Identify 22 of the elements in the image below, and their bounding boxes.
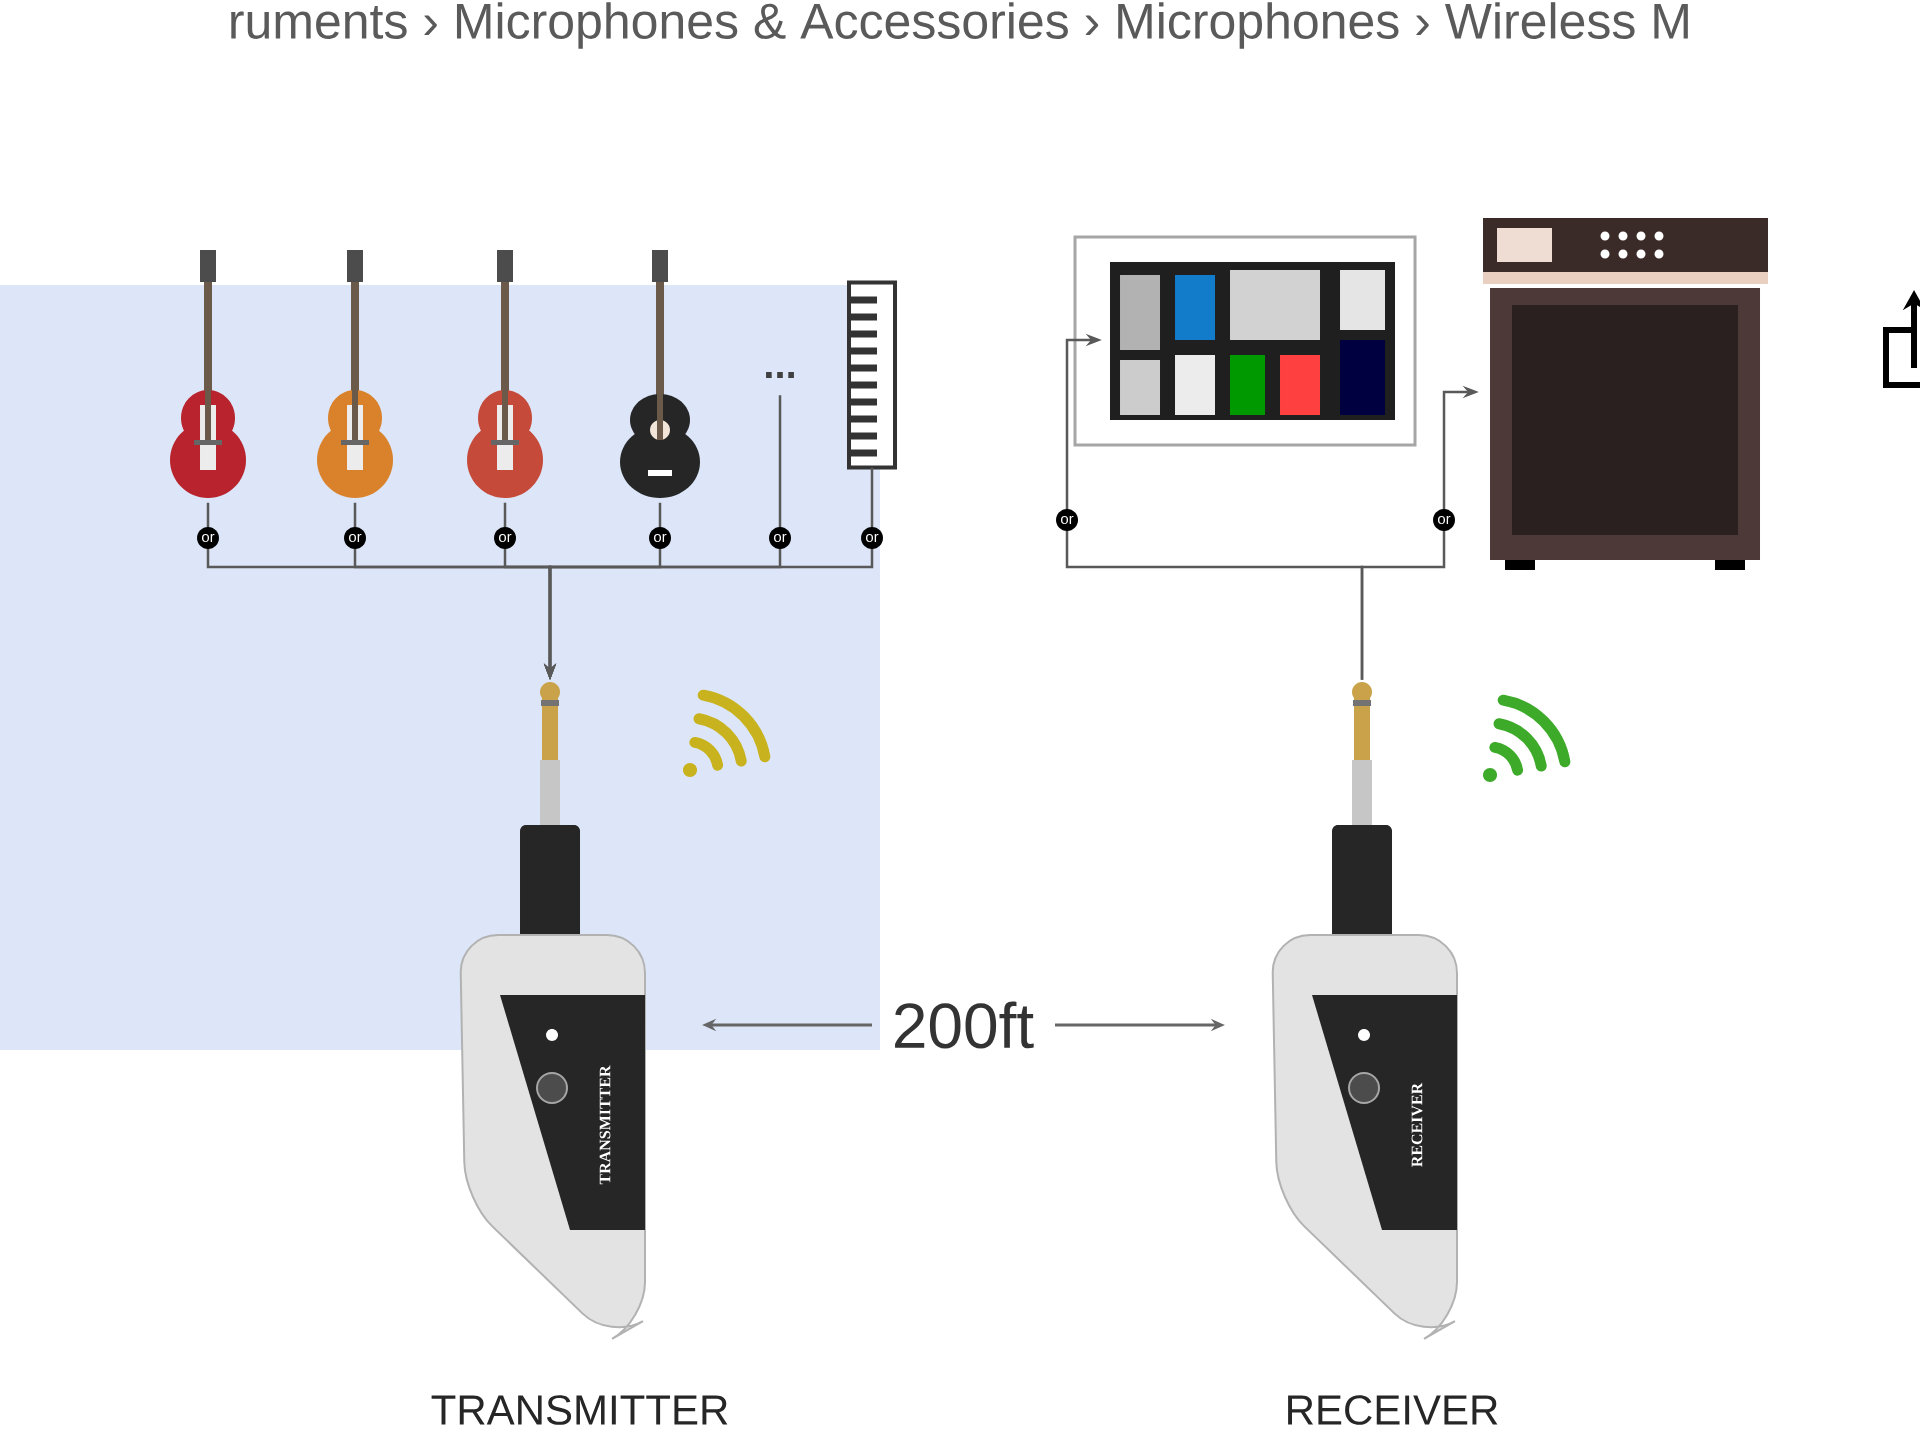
edge-label: or (769, 527, 791, 549)
edge-label: or (861, 527, 883, 549)
keyboard-drawing (847, 280, 897, 470)
edge-label: or (344, 527, 366, 549)
guitar-drawing (467, 250, 543, 498)
pedalboard-drawing (1073, 235, 1417, 447)
ellipsis: ... (766, 372, 794, 378)
bass-guitar-drawing (170, 250, 246, 498)
distance-label: 200ft (895, 1001, 1034, 1049)
acoustic-guitar-drawing (620, 250, 700, 498)
device-drawing: RECEIVER (1271, 682, 1458, 1340)
device-caption: TRANSMITTER (431, 1395, 728, 1425)
edge-label: or (1433, 509, 1455, 531)
breadcrumb: ruments › Microphones & Accessories › Microphones › Wireless M (231, 2, 1688, 49)
amplifier-drawing (1483, 218, 1768, 570)
edge-label: or (494, 527, 516, 549)
device-drawing: TRANSMITTER (459, 682, 646, 1340)
edge-label: or (197, 527, 219, 549)
guitar-drawing (317, 250, 393, 498)
device-caption: RECEIVER (1288, 1395, 1498, 1425)
edge-label: or (649, 527, 671, 549)
edge-label: or (1056, 509, 1078, 531)
